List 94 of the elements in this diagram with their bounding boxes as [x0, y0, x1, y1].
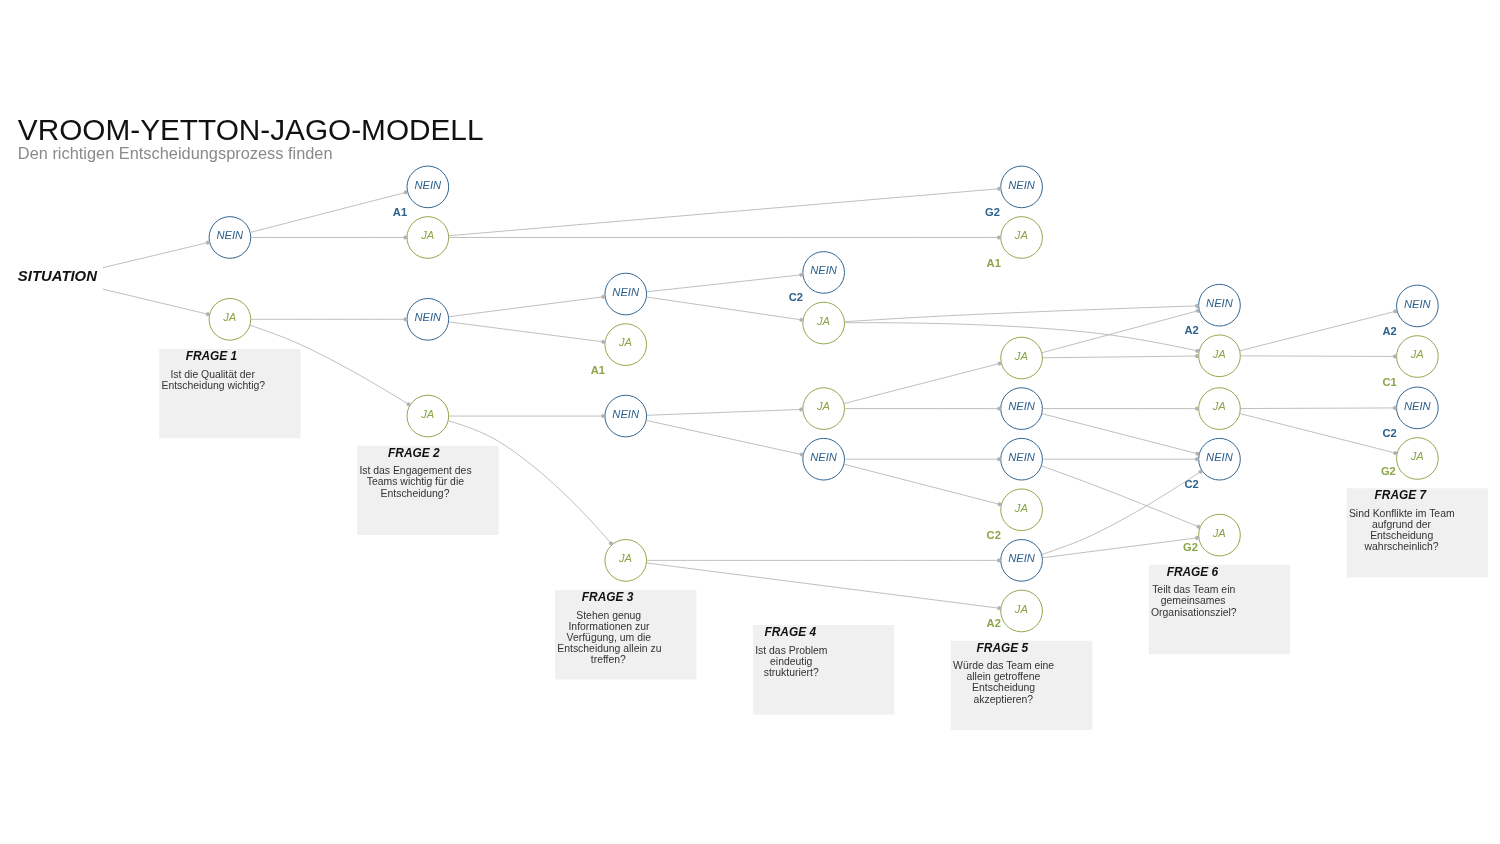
label: FRAGE 6	[1166, 564, 1219, 579]
label: Teilt das Team ein gemeinsames Organisationsziel?	[1151, 584, 1237, 618]
node-label: A2	[986, 617, 1001, 630]
connector	[1240, 354, 1397, 359]
connector	[844, 322, 1200, 353]
node-label: A2	[1184, 324, 1199, 337]
connector	[448, 294, 606, 318]
node-circle: NEIN	[802, 251, 845, 294]
connector	[1042, 353, 1199, 359]
label: Ist die Qualität der Entscheidung wichtig?	[161, 368, 266, 391]
label: Ist das Engagement des Teams wichtig für die Entscheidung?	[359, 465, 472, 499]
caption: Den richtigen Entscheidungsprozess finden	[17, 144, 333, 163]
connector	[448, 414, 606, 419]
node-circle: NEIN	[406, 165, 450, 209]
connector	[249, 324, 411, 407]
connector	[1239, 413, 1398, 456]
label: FRAGE 7	[1374, 488, 1427, 503]
connector	[1042, 406, 1199, 411]
node-label: C2	[986, 528, 1001, 541]
connector	[646, 562, 1002, 611]
connector	[1040, 465, 1201, 529]
node-label: C2	[788, 291, 803, 304]
label: FRAGE 1	[185, 349, 238, 364]
connector	[1041, 308, 1200, 354]
node-circle: NEIN	[1000, 165, 1043, 209]
node-circle: JA	[1000, 336, 1043, 380]
node-circle: NEIN	[406, 298, 450, 341]
node-circle: NEIN	[1000, 539, 1043, 582]
node-circle: JA	[1000, 488, 1043, 532]
node-label: C2	[1382, 426, 1397, 439]
node-circle: JA	[604, 323, 648, 366]
connector	[448, 235, 1001, 240]
node-circle: JA	[1396, 335, 1439, 378]
node-circle: NEIN	[604, 394, 648, 438]
connector	[646, 420, 804, 457]
node-label: G2	[1380, 464, 1396, 477]
node-label: A1	[986, 256, 1001, 269]
connector	[843, 361, 1002, 404]
node-circle: JA	[1396, 437, 1439, 480]
connector	[250, 235, 408, 240]
connector	[646, 407, 804, 416]
connector	[250, 317, 408, 322]
label: Ist das Problem eindeutig strukturiert?	[755, 644, 828, 678]
node-circle: NEIN	[1396, 386, 1439, 430]
connector	[448, 186, 1002, 237]
node-circle: JA	[208, 298, 252, 341]
connector	[844, 457, 1002, 462]
node-circle: NEIN	[1396, 284, 1439, 328]
node-circle: NEIN	[1000, 387, 1043, 430]
connector	[1042, 457, 1199, 462]
node-circle: JA	[802, 387, 845, 430]
node-label: A2	[1382, 324, 1397, 337]
label: FRAGE 4	[764, 625, 817, 640]
connector	[844, 406, 1002, 411]
label: FRAGE 3	[581, 590, 634, 605]
connector	[1239, 309, 1398, 352]
diagram-title: VROOM-YETTON-JAGO-MODELL	[17, 113, 484, 147]
node-circle: NEIN	[802, 437, 845, 481]
node-label: G2	[1183, 541, 1198, 554]
connector	[646, 296, 804, 322]
connector	[249, 190, 408, 233]
node-circle: NEIN	[1198, 283, 1241, 327]
connector	[102, 240, 210, 269]
connector	[102, 288, 210, 317]
label: Stehen genug Informationen zur Verfügung, um die Entscheidung allein zu treffen?	[557, 609, 662, 666]
node-circle: JA	[1198, 334, 1241, 378]
node-circle: NEIN	[208, 216, 252, 259]
node-circle: JA	[1000, 216, 1043, 259]
connector	[447, 420, 613, 546]
connector	[646, 558, 1001, 563]
connector	[646, 272, 804, 293]
node-circle: NEIN	[604, 272, 648, 316]
node-label: A1	[590, 363, 606, 376]
node-circle: JA	[406, 216, 450, 259]
label: Sind Konflikte im Team aufgrund der Entscheidung wahrscheinlich?	[1348, 507, 1455, 553]
label: FRAGE 5	[976, 640, 1029, 655]
node-text: SITUATION	[17, 268, 97, 285]
node-circle: NEIN	[1000, 437, 1043, 481]
node-label: C1	[1382, 375, 1397, 388]
connector	[844, 303, 1199, 323]
label: Würde das Team eine allein getroffene Entscheidung akzeptieren?	[953, 660, 1055, 705]
node-circle: JA	[802, 301, 845, 345]
connector	[843, 463, 1002, 507]
connector	[1042, 535, 1199, 559]
connector	[448, 321, 606, 344]
node-label: C2	[1184, 478, 1199, 491]
node-circle: JA	[1198, 387, 1241, 430]
connector	[1240, 405, 1397, 410]
label: FRAGE 2	[388, 445, 440, 460]
connector	[1041, 413, 1200, 456]
node-label: A1	[392, 205, 408, 218]
node-circle: JA	[1000, 589, 1043, 633]
connector	[1041, 469, 1203, 555]
node-label: G2	[985, 205, 1000, 218]
